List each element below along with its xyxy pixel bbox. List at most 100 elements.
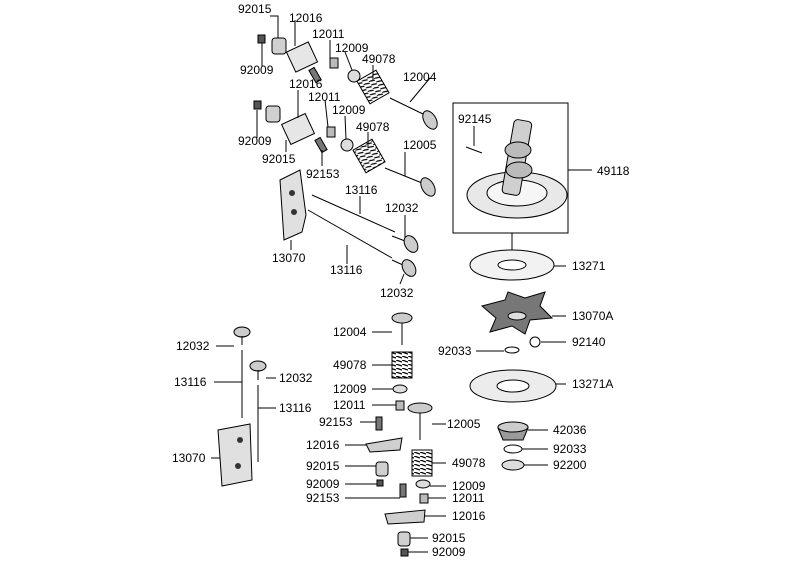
- lower-pivot-2: [397, 531, 411, 547]
- lower-adjuster-2: [419, 493, 429, 504]
- left-guide-hole-2: [235, 463, 241, 469]
- label-12004a: 12004: [403, 70, 437, 84]
- label-12009c: 12009: [333, 382, 367, 396]
- lower-rocker-bracket: [365, 437, 403, 453]
- adjuster-part-2: [326, 126, 336, 138]
- ball-part: [529, 336, 541, 348]
- retainer-part-2: [340, 138, 354, 152]
- label-92153a: 92153: [306, 167, 340, 181]
- rocker-bracket-part-2: [280, 112, 316, 146]
- label-13116c: 13116: [174, 375, 207, 389]
- label-12011b: 12011: [308, 90, 341, 104]
- snap-ring-part: [504, 346, 520, 354]
- label-49078a: 49078: [362, 52, 396, 66]
- label-12011d: 12011: [452, 491, 485, 505]
- part-labels: 92015 12016 12011 12009 92009 49078 1200…: [172, 2, 630, 559]
- guide-plate-hole: [289, 190, 295, 196]
- adjuster-part: [329, 57, 339, 69]
- label-92015a: 92015: [238, 2, 272, 16]
- intake-valve-head: [422, 110, 438, 130]
- label-49078c: 49078: [333, 358, 367, 372]
- upper-valve-group: [253, 34, 438, 277]
- label-92015d: 92015: [432, 531, 466, 545]
- label-92153c: 92153: [306, 491, 340, 505]
- lower-valve-head: [391, 312, 413, 324]
- label-92009b: 92009: [238, 134, 272, 148]
- tappet-stem-2: [391, 259, 404, 266]
- left-tappet-head-2: [249, 360, 267, 372]
- leader-l12004a: [409, 77, 431, 103]
- label-13271A: 13271A: [572, 377, 613, 391]
- push-rod-part-2: [307, 209, 393, 259]
- leader-lines: [211, 15, 592, 553]
- label-12032d: 12032: [279, 371, 313, 385]
- label-92033b: 92033: [553, 442, 587, 456]
- label-12004b: 12004: [333, 325, 367, 339]
- label-12032c: 12032: [176, 339, 210, 353]
- label-13070A: 13070A: [572, 309, 613, 323]
- pivot-part: [271, 37, 287, 55]
- label-12005a: 12005: [403, 138, 437, 152]
- label-12009d: 12009: [452, 479, 486, 493]
- intake-valve-stem: [389, 97, 426, 116]
- lower-valve-2-spring: [411, 449, 433, 477]
- label-13271: 13271: [572, 259, 606, 273]
- lower-retainer-2: [415, 479, 431, 489]
- label-12016a: 12016: [289, 11, 323, 25]
- label-49078d: 49078: [452, 456, 486, 470]
- stud-part: [308, 66, 322, 84]
- rocker-bracket-part: [285, 41, 319, 73]
- lower-valve-2-head: [407, 402, 433, 414]
- label-13116d: 13116: [279, 401, 312, 415]
- flyweight-center: [507, 311, 527, 321]
- label-12009b: 12009: [332, 103, 366, 117]
- leader-l12009a: [344, 51, 353, 71]
- leader-l92015a: [270, 15, 279, 38]
- label-92033a: 92033: [438, 344, 472, 358]
- push-rod-part: [311, 194, 396, 233]
- label-92015c: 92015: [306, 459, 340, 473]
- retainer-part: [347, 69, 361, 83]
- lower-valve-group: [365, 312, 433, 557]
- label-92140: 92140: [572, 335, 606, 349]
- lower-adjuster: [395, 400, 405, 411]
- label-13070b: 13070: [172, 451, 206, 465]
- valve-spring-part-2: [352, 138, 386, 174]
- left-guide-hole: [237, 437, 243, 443]
- label-12016d: 12016: [452, 509, 486, 523]
- left-pushrod-group: [217, 326, 267, 487]
- exhaust-valve-stem: [384, 167, 423, 184]
- left-guide-plate: [217, 423, 253, 487]
- label-92145: 92145: [458, 112, 492, 126]
- exhaust-valve-head: [420, 177, 436, 197]
- tappet-stem: [391, 235, 406, 242]
- tappet-head: [403, 235, 419, 253]
- label-13116b: 13116: [330, 263, 363, 277]
- left-tappet-head: [233, 326, 251, 338]
- label-49118: 49118: [597, 164, 630, 178]
- nut-part-2: [253, 100, 262, 110]
- label-49078b: 49078: [356, 120, 390, 134]
- label-12016b: 12016: [289, 77, 323, 91]
- governor-cup-inner: [496, 379, 530, 393]
- washer-large-hole: [497, 259, 527, 271]
- label-13116a: 13116: [345, 183, 378, 197]
- label-42036: 42036: [553, 423, 587, 437]
- valve-spring-part: [356, 69, 390, 105]
- label-12032b: 12032: [380, 286, 414, 300]
- lower-pivot: [375, 461, 389, 477]
- label-12016c: 12016: [306, 438, 340, 452]
- lower-valve-spring: [391, 351, 413, 379]
- label-92153b: 92153: [319, 415, 353, 429]
- sleeve-top: [497, 421, 529, 433]
- washer-small-part: [503, 444, 523, 454]
- label-92009a: 92009: [240, 63, 274, 77]
- nut-part: [257, 34, 266, 44]
- label-13070a: 13070: [272, 251, 306, 265]
- leader-l12011b: [324, 99, 329, 128]
- pin-part: [465, 146, 483, 154]
- washer-small-part-2: [501, 459, 525, 471]
- cam-lobe-2: [505, 161, 533, 179]
- governor-group: [469, 249, 557, 471]
